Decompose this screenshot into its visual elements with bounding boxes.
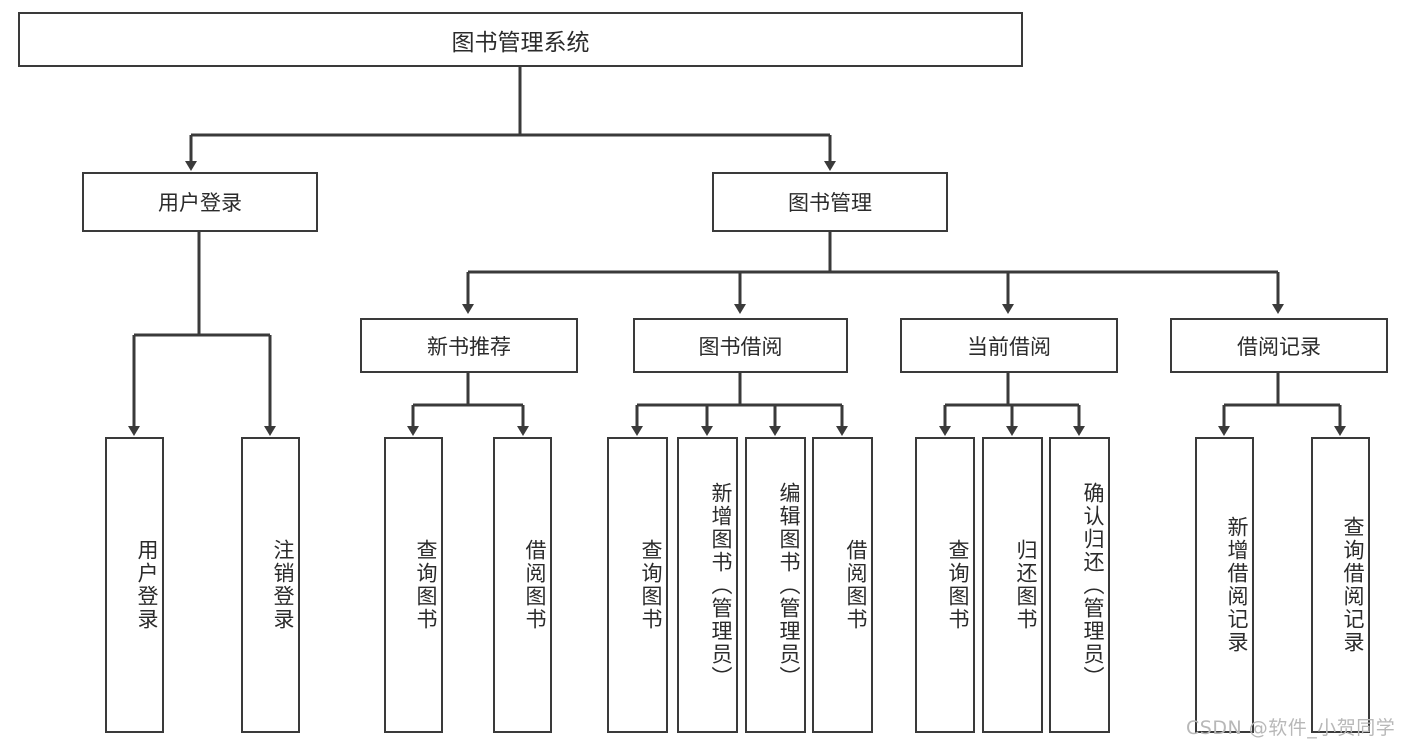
node-borrowing-record[interactable]: 借阅记录 bbox=[1170, 318, 1388, 373]
node-label: 图书管理 bbox=[788, 191, 872, 215]
node-label: 归还图书 bbox=[1014, 539, 1038, 631]
node-user-login[interactable]: 用户登录 bbox=[82, 172, 318, 232]
node-root-book-management-system[interactable]: 图书管理系统 bbox=[18, 12, 1023, 67]
node-label: 确认归还（管理员） bbox=[1081, 481, 1105, 689]
node-label: 图书管理系统 bbox=[451, 29, 590, 56]
leaf-book-borrow-add-book-admin[interactable]: 新增图书（管理员） bbox=[677, 437, 738, 733]
node-label: 借阅图书 bbox=[523, 539, 547, 631]
node-label: 查询图书 bbox=[414, 539, 438, 631]
node-label: 注销登录 bbox=[271, 539, 295, 631]
leaf-current-borrow-query-book[interactable]: 查询图书 bbox=[915, 437, 975, 733]
leaf-user-login-logout[interactable]: 注销登录 bbox=[241, 437, 300, 733]
node-label: 图书借阅 bbox=[698, 334, 783, 359]
node-label: 查询图书 bbox=[639, 539, 663, 631]
leaf-book-borrow-query-book[interactable]: 查询图书 bbox=[607, 437, 668, 733]
node-new-book-recommendation[interactable]: 新书推荐 bbox=[360, 318, 578, 373]
node-label: 借阅记录 bbox=[1237, 334, 1321, 359]
node-label: 新增借阅记录 bbox=[1225, 516, 1249, 654]
leaf-user-login-login[interactable]: 用户登录 bbox=[105, 437, 164, 733]
node-label: 新书推荐 bbox=[427, 334, 511, 359]
node-label: 用户登录 bbox=[158, 191, 242, 215]
leaf-book-borrow-edit-book-admin[interactable]: 编辑图书（管理员） bbox=[745, 437, 806, 733]
node-label: 借阅图书 bbox=[844, 539, 868, 631]
node-label: 编辑图书（管理员） bbox=[777, 481, 801, 689]
leaf-new-book-borrow-book[interactable]: 借阅图书 bbox=[493, 437, 552, 733]
leaf-book-borrow-borrow-book[interactable]: 借阅图书 bbox=[812, 437, 873, 733]
node-label: 用户登录 bbox=[135, 539, 159, 631]
node-label: 查询图书 bbox=[946, 539, 970, 631]
leaf-current-borrow-return-book[interactable]: 归还图书 bbox=[982, 437, 1043, 733]
node-book-borrowing[interactable]: 图书借阅 bbox=[633, 318, 848, 373]
leaf-current-borrow-confirm-return-admin[interactable]: 确认归还（管理员） bbox=[1049, 437, 1110, 733]
csdn-watermark: CSDN @软件_小贺同学 bbox=[1186, 717, 1396, 739]
node-label: 当前借阅 bbox=[967, 334, 1051, 359]
leaf-new-book-query-book[interactable]: 查询图书 bbox=[384, 437, 443, 733]
leaf-borrow-record-add-record[interactable]: 新增借阅记录 bbox=[1195, 437, 1254, 733]
leaf-borrow-record-query-record[interactable]: 查询借阅记录 bbox=[1311, 437, 1370, 733]
node-label: 查询借阅记录 bbox=[1341, 516, 1365, 654]
node-book-management[interactable]: 图书管理 bbox=[712, 172, 948, 232]
node-label: 新增图书（管理员） bbox=[709, 481, 733, 689]
node-current-borrowing[interactable]: 当前借阅 bbox=[900, 318, 1118, 373]
